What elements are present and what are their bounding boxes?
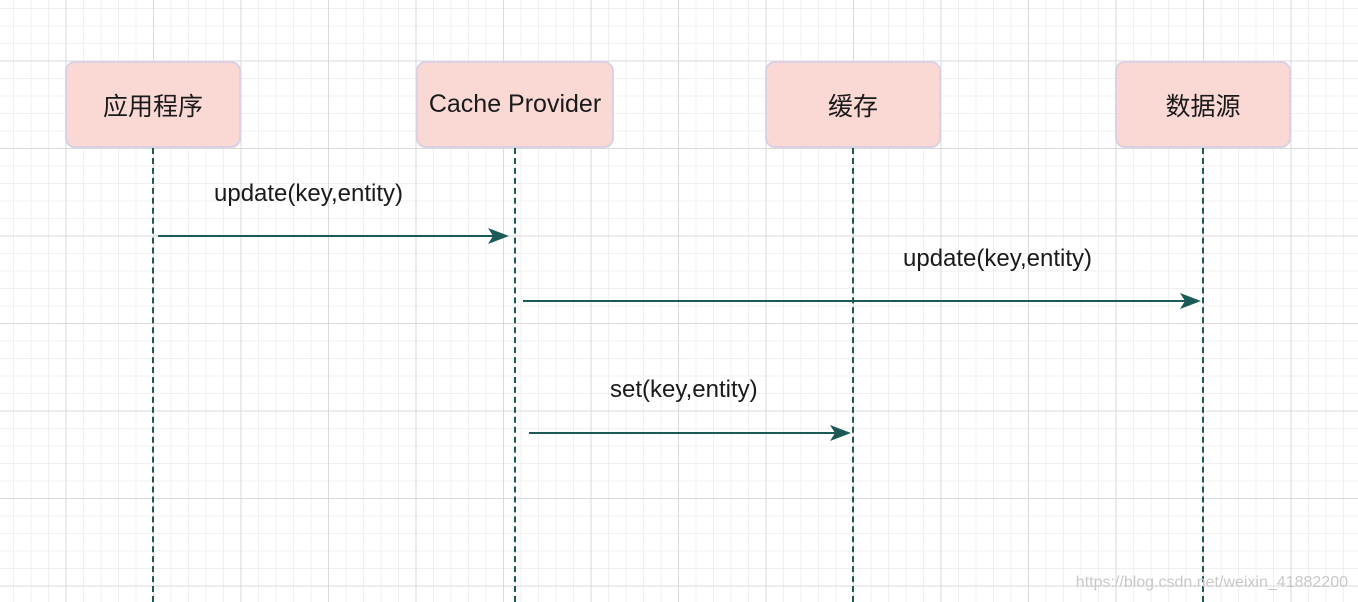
message-arrow-2[interactable] [523,293,1201,309]
message-label-2: update(key,entity) [903,245,1092,272]
actor-datasource[interactable]: 数据源 [1115,61,1291,148]
lifeline-cache [852,148,854,602]
actor-cache[interactable]: 缓存 [765,61,941,148]
lifeline-cache-provider [514,148,516,602]
message-arrow-3[interactable] [529,425,851,441]
message-arrow-1[interactable] [158,228,509,244]
watermark: https://blog.csdn.net/weixin_41882200 [1075,574,1348,591]
message-label-1: update(key,entity) [214,180,403,207]
actor-datasource-label: 数据源 [1165,92,1241,121]
actor-app-label: 应用程序 [102,92,203,121]
message-label-3: set(key,entity) [610,376,758,403]
actor-cache-provider[interactable]: Cache Provider [416,61,614,148]
actor-cache-label: 缓存 [827,92,878,121]
actor-app[interactable]: 应用程序 [65,61,241,148]
actor-cache-provider-label: Cache Provider [428,90,602,118]
lifeline-datasource [1202,148,1204,602]
lifeline-app [152,148,154,602]
